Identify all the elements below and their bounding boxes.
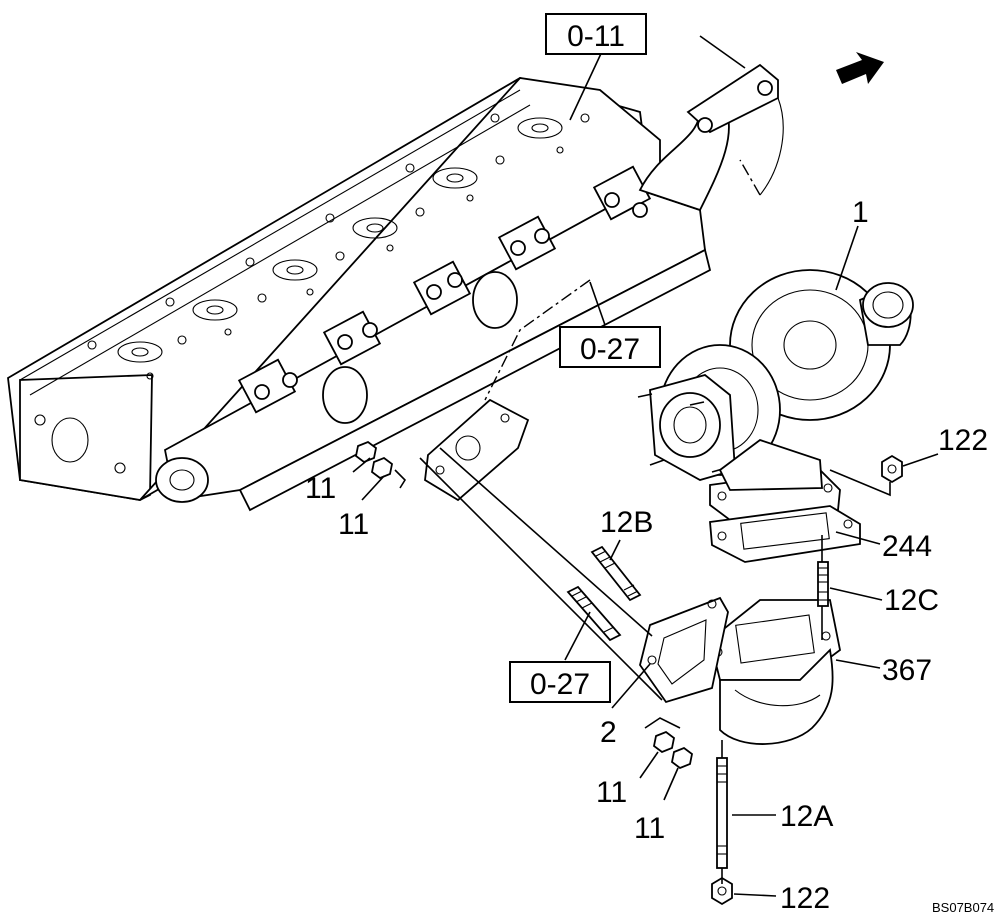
nut-11-a <box>355 440 377 464</box>
valve-ports <box>117 117 563 363</box>
turbocharger <box>637 269 914 521</box>
stud-12c <box>817 561 829 607</box>
label-stud-12c: 12C <box>884 584 939 617</box>
front-arrow-icon <box>836 52 884 84</box>
assembly-lines <box>394 159 891 884</box>
gasket-2 <box>639 596 729 704</box>
label-gasket-244: 244 <box>882 530 932 563</box>
label-adapter-367: 367 <box>882 654 932 687</box>
stud-lower-manifold <box>566 585 622 642</box>
stud-12b <box>590 545 642 602</box>
nut-11-d <box>671 746 693 770</box>
ref-box-cylinder-head: 0-11 <box>545 13 647 55</box>
label-turbocharger: 1 <box>852 196 869 229</box>
label-stud-12a: 12A <box>780 800 833 833</box>
head-bolt-holes <box>87 113 590 380</box>
svg-text:0-27: 0-27 <box>580 333 640 366</box>
nut-11-b <box>371 456 393 480</box>
label-stud-12b: 12B <box>600 506 653 539</box>
ref-box-manifold-lower: 0-27 <box>509 661 611 703</box>
label-gasket-2: 2 <box>600 716 617 749</box>
label-nut-122-top: 122 <box>938 424 988 457</box>
label-nut-11-b: 11 <box>338 508 369 541</box>
label-nut-11-a: 11 <box>305 472 336 505</box>
ref-box-manifold-upper: 0-27 <box>559 326 661 368</box>
nut-11-c <box>653 730 675 754</box>
svg-text:0-11: 0-11 <box>567 20 625 53</box>
label-nut-11-d: 11 <box>634 812 665 845</box>
nut-122-top <box>881 454 903 484</box>
svg-text:0-27: 0-27 <box>530 668 590 701</box>
adapter-367 <box>708 599 841 745</box>
label-nut-11-c: 11 <box>596 776 627 809</box>
label-nut-122-bottom: 122 <box>780 882 830 915</box>
stud-12a <box>716 757 728 869</box>
callout-leaders <box>352 35 939 897</box>
drawing-code: BS07B074 <box>932 900 994 915</box>
exhaust-manifold <box>155 63 784 512</box>
